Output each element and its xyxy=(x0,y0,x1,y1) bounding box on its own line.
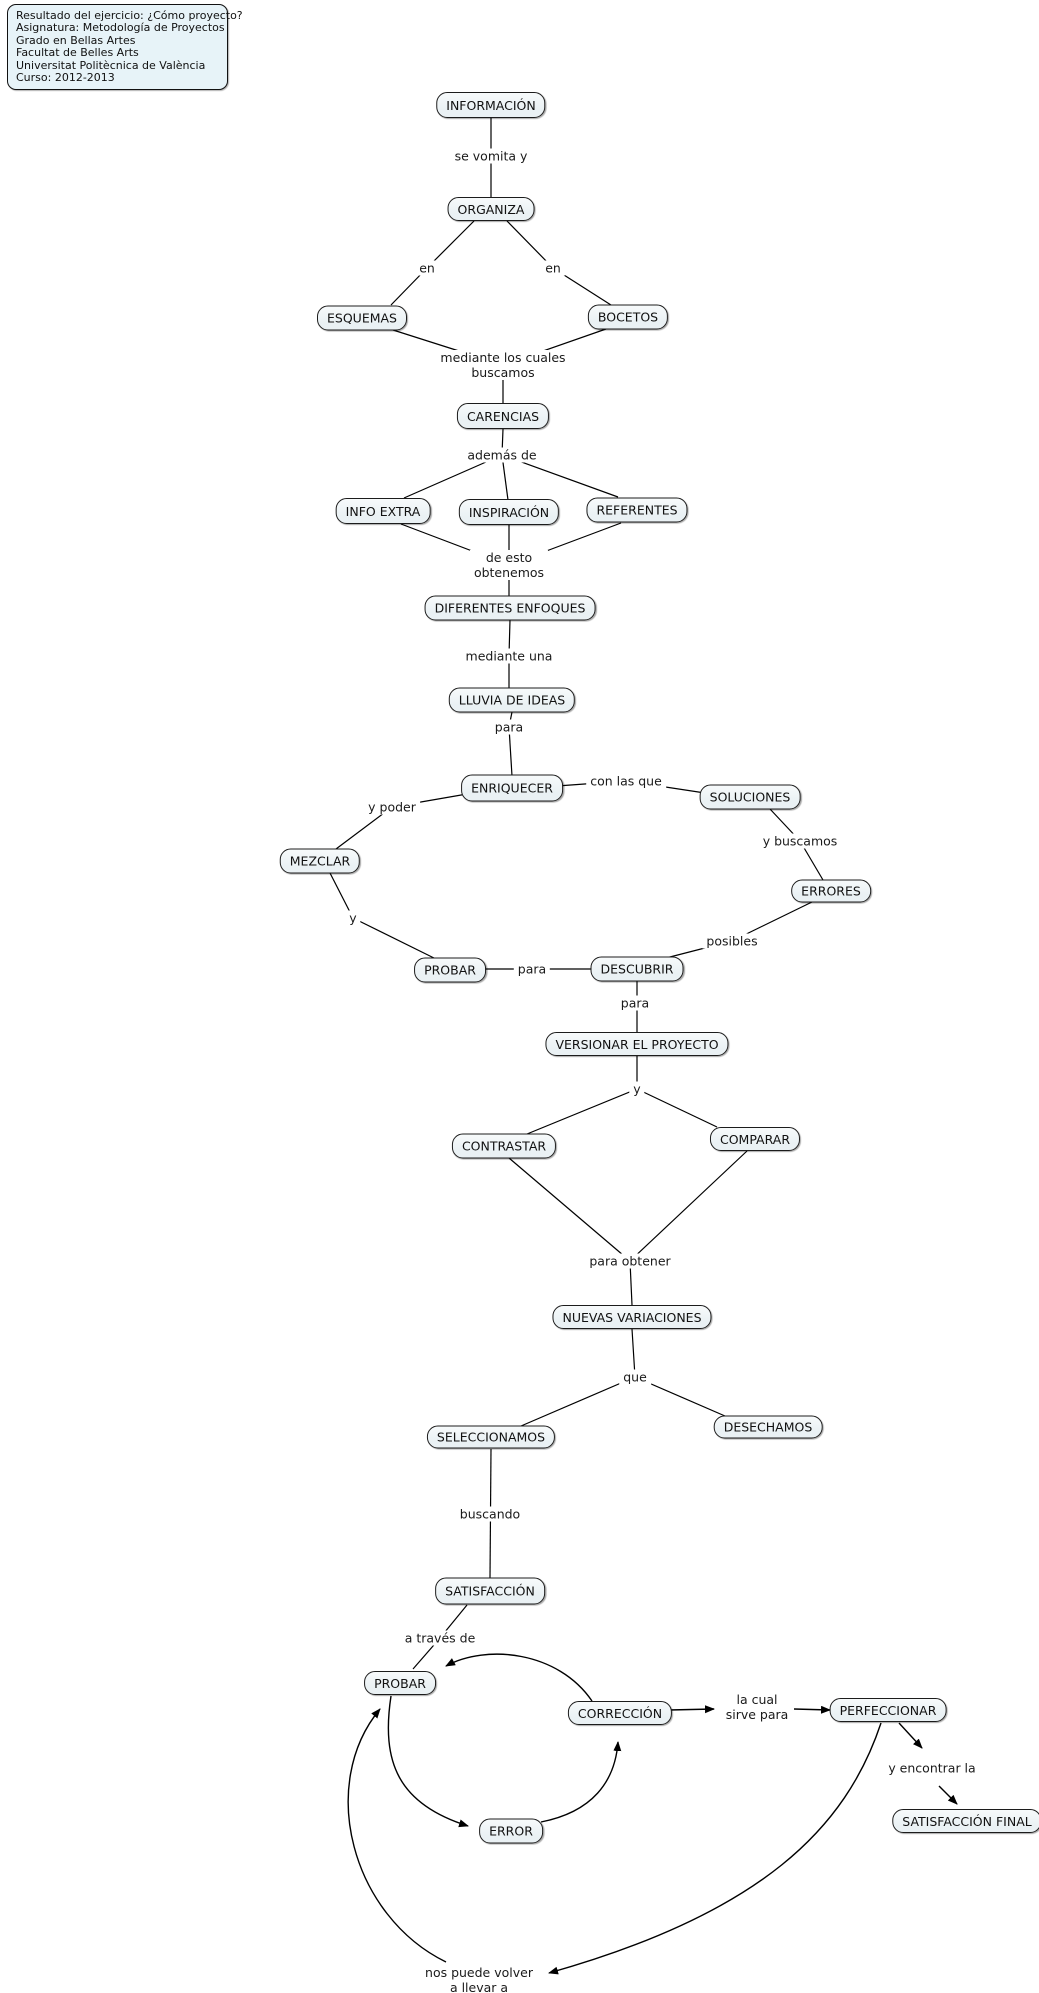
arrow-nos-puede-to-probar xyxy=(347,1708,447,1963)
link-label-mediante-los-cuales: mediante los cuales buscamos xyxy=(436,350,570,380)
link-label-se-vomita-y: se vomita y xyxy=(450,148,532,164)
arrow-probar-to-error xyxy=(387,1695,469,1828)
link-label-y-buscamos: y buscamos xyxy=(758,833,842,849)
link-label-posibles: posibles xyxy=(702,933,762,949)
node-lluvia-de-ideas[interactable]: LLUVIA DE IDEAS xyxy=(448,687,576,713)
arrow-error-to-correccion xyxy=(540,1741,622,1823)
arrow-correccion-to-la-cual xyxy=(668,1705,715,1714)
arrow-la-cual-to-perfeccionar xyxy=(793,1705,831,1714)
link-label-para-2: para xyxy=(513,961,551,977)
link-label-en-1: en xyxy=(415,260,439,276)
node-comparar[interactable]: COMPARAR xyxy=(709,1127,801,1151)
link-label-y-1: y xyxy=(345,910,361,926)
info-box-line: Grado en Bellas Artes xyxy=(16,33,136,47)
node-satisfaccion[interactable]: SATISFACCIÓN xyxy=(435,1577,545,1605)
node-contrastar[interactable]: CONTRASTAR xyxy=(451,1133,557,1159)
edge-line xyxy=(508,1157,631,1262)
link-label-nos-puede-volver: nos puede volver a llevar a xyxy=(421,1965,537,1993)
node-informacion[interactable]: INFORMACIÓN xyxy=(436,92,546,118)
node-descubrir[interactable]: DESCUBRIR xyxy=(590,956,684,982)
node-bocetos[interactable]: BOCETOS xyxy=(587,304,669,330)
info-box-line: Resultado del ejercicio: ¿Cómo proyecto? xyxy=(16,9,243,22)
node-inspiracion[interactable]: INSPIRACIÓN xyxy=(458,499,560,525)
node-errores[interactable]: ERRORES xyxy=(791,879,871,903)
node-probar-1[interactable]: PROBAR xyxy=(414,957,486,983)
node-probar-2[interactable]: PROBAR xyxy=(364,1671,436,1695)
node-carencias[interactable]: CARENCIAS xyxy=(456,403,550,429)
node-correccion[interactable]: CORRECCIÓN xyxy=(567,1701,673,1725)
node-satisfaccion-final[interactable]: SATISFACCIÓN FINAL xyxy=(892,1809,1039,1833)
info-box-line: Curso: 2012-2013 xyxy=(16,71,115,85)
node-referentes[interactable]: REFERENTES xyxy=(586,497,688,523)
edge-line xyxy=(631,1328,636,1378)
node-perfeccionar[interactable]: PERFECCIONAR xyxy=(829,1698,947,1722)
node-soluciones[interactable]: SOLUCIONES xyxy=(699,784,801,810)
info-box-line: Asignatura: Metodología de Proyectos xyxy=(16,21,225,35)
info-box-line: Facultat de Belles Arts xyxy=(16,46,139,60)
link-label-a-traves-de: a través de xyxy=(400,1630,480,1646)
edge-line xyxy=(501,454,509,501)
node-versionar-el-proyecto[interactable]: VERSIONAR EL PROYECTO xyxy=(545,1032,729,1056)
arrow-y-encontrar-to-satisf-final xyxy=(938,1785,958,1805)
info-box: Resultado del ejercicio: ¿Cómo proyecto?… xyxy=(7,4,243,91)
node-desechamos[interactable]: DESECHAMOS xyxy=(713,1415,823,1439)
edge-line xyxy=(526,1088,638,1135)
node-nuevas-variaciones[interactable]: NUEVAS VARIACIONES xyxy=(552,1305,712,1329)
link-label-buscando: buscando xyxy=(455,1506,525,1522)
arrow-perfeccionar-to-y-encontrar xyxy=(898,1722,923,1749)
edge-line xyxy=(629,1150,748,1262)
link-label-y-2: y xyxy=(629,1081,645,1097)
link-label-y-poder: y poder xyxy=(364,799,420,815)
edge-line xyxy=(520,1376,636,1427)
arrow-correccion-to-probar xyxy=(445,1653,593,1702)
link-label-y-encontrar-la: y encontrar la xyxy=(884,1760,980,1776)
edge-line xyxy=(352,917,437,960)
node-esquemas[interactable]: ESQUEMAS xyxy=(317,305,407,331)
link-label-para-1: para xyxy=(490,719,528,735)
node-seleccionamos[interactable]: SELECCIONAMOS xyxy=(426,1425,556,1449)
link-label-para-obtener: para obtener xyxy=(585,1253,675,1269)
node-enriquecer[interactable]: ENRIQUECER xyxy=(461,774,563,802)
info-box-line: Universitat Politècnica de València xyxy=(16,58,206,72)
link-label-en-2: en xyxy=(541,260,565,276)
node-info-extra[interactable]: INFO EXTRA xyxy=(335,498,431,524)
node-organiza[interactable]: ORGANIZA xyxy=(447,197,535,221)
edge-line xyxy=(636,1088,718,1128)
edge-line xyxy=(506,220,554,269)
node-mezclar[interactable]: MEZCLAR xyxy=(279,848,361,874)
node-diferentes-enfoques[interactable]: DIFERENTES ENFOQUES xyxy=(424,595,596,621)
edge-line xyxy=(426,220,475,269)
arrow-perfeccionar-to-nos-puede xyxy=(548,1722,882,1975)
link-label-ademas-de: además de xyxy=(463,447,541,463)
link-label-para-3: para xyxy=(616,995,654,1011)
link-label-mediante-una: mediante una xyxy=(461,648,557,664)
link-label-la-cual-sirve-para: la cual sirve para xyxy=(721,1692,793,1722)
link-label-con-las-que: con las que xyxy=(586,773,666,789)
link-label-de-esto-obtenemos: de esto obtenemos xyxy=(469,550,549,580)
node-error[interactable]: ERROR xyxy=(479,1818,543,1844)
link-label-que: que xyxy=(619,1369,651,1385)
edge-line xyxy=(508,726,513,777)
